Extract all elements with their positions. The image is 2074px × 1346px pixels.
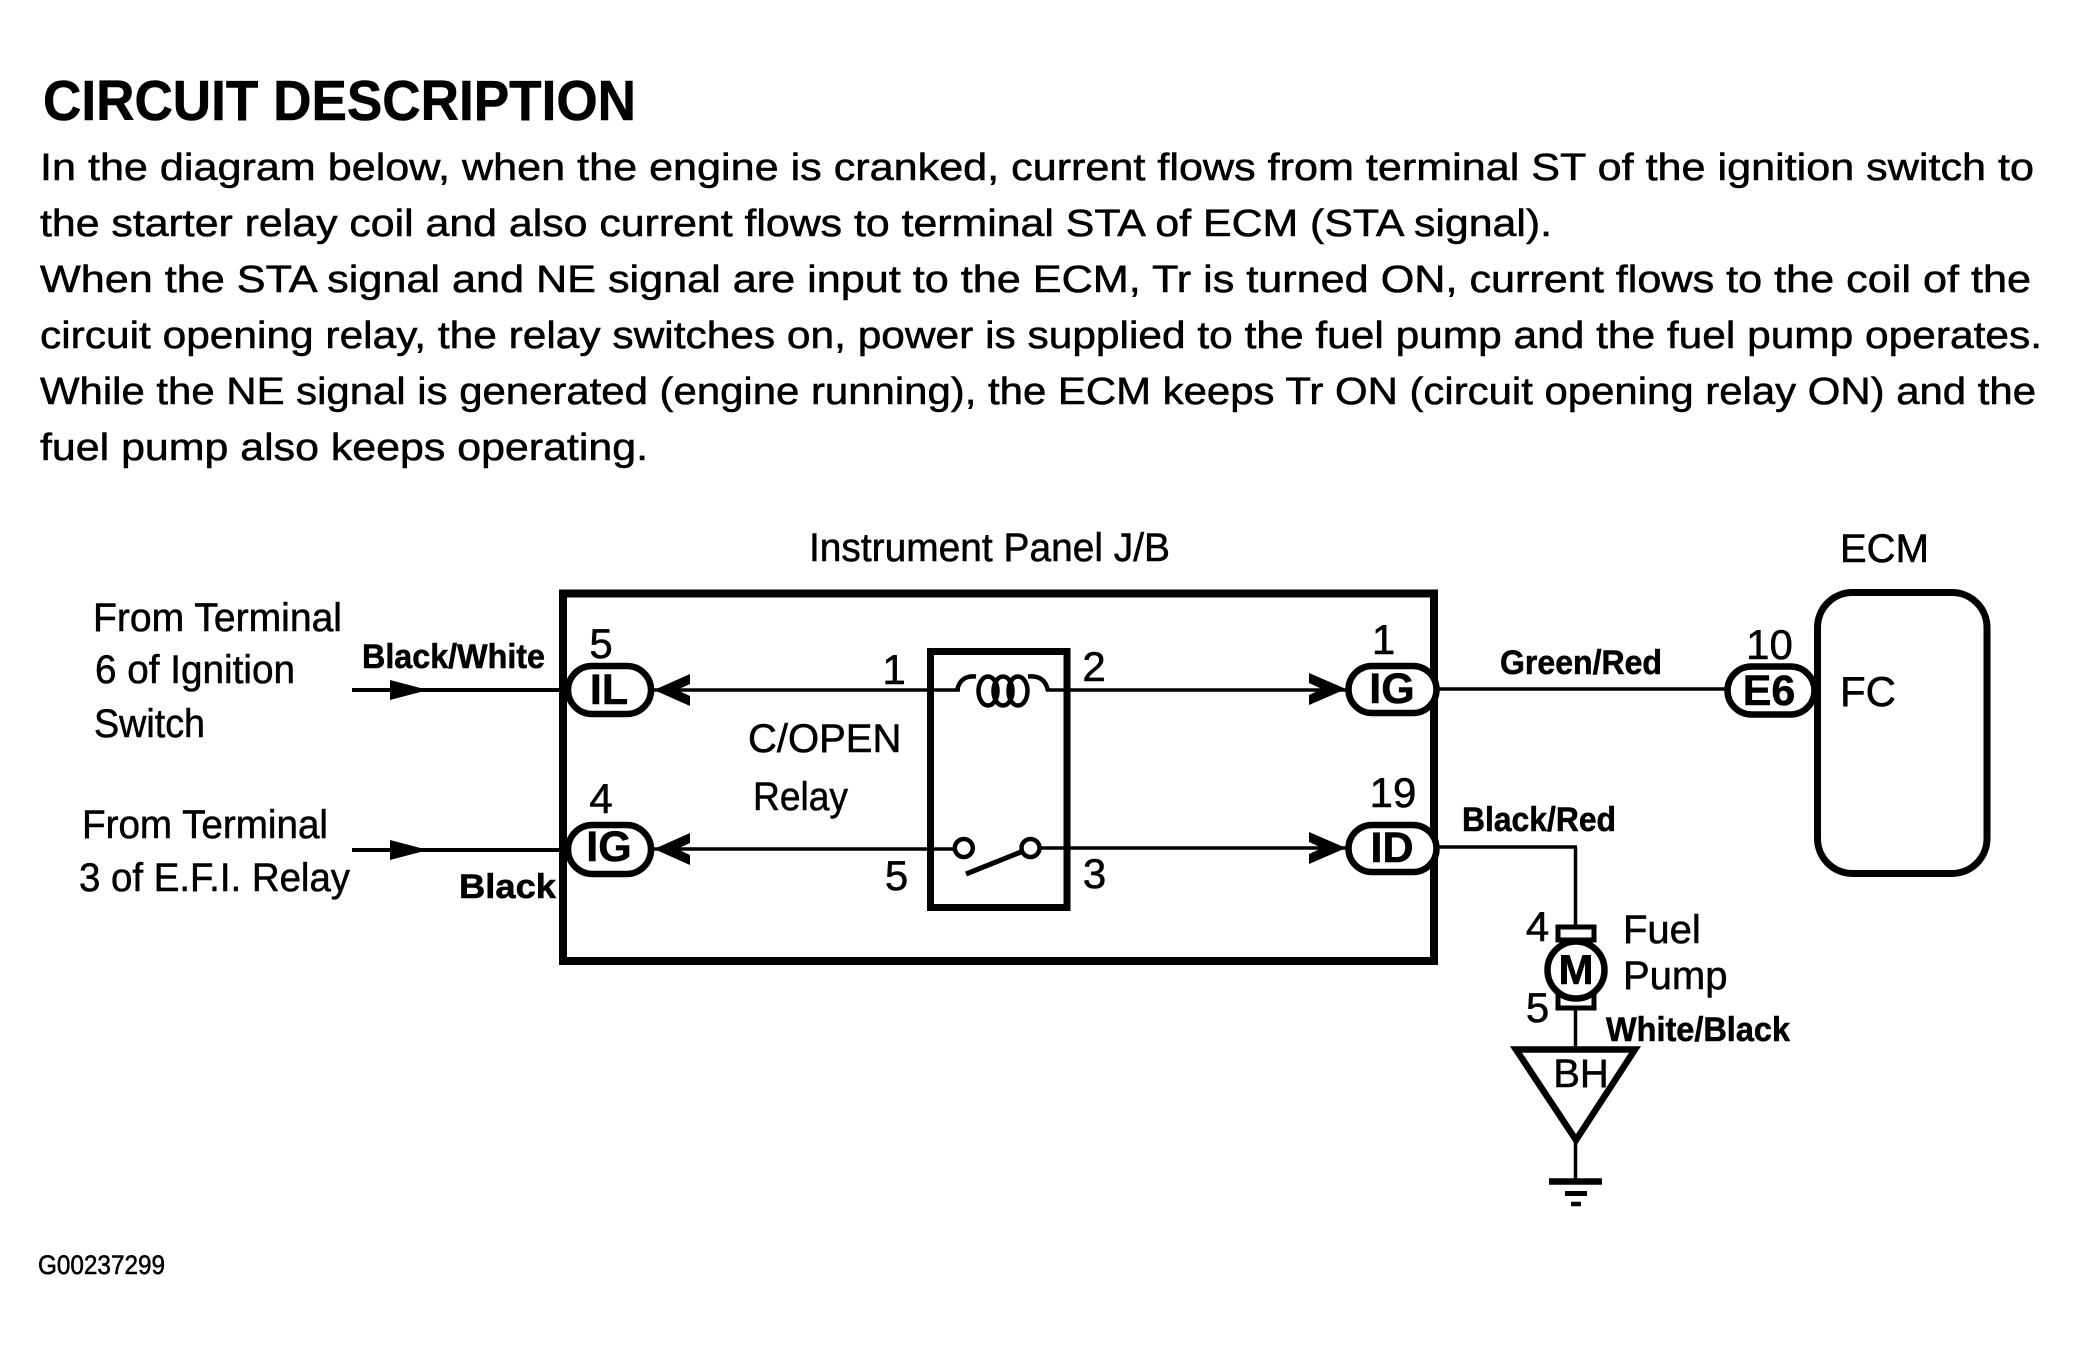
svg-text:When the STA signal and NE sig: When the STA signal and NE signal are in… (40, 259, 2031, 301)
svg-text:E6: E6 (1743, 667, 1796, 715)
svg-text:IG: IG (586, 823, 631, 871)
svg-text:1: 1 (1372, 616, 1395, 663)
svg-text:4: 4 (589, 775, 612, 822)
svg-text:White/Black: White/Black (1606, 1011, 1790, 1049)
svg-text:5: 5 (885, 852, 908, 899)
svg-text:6 of Ignition: 6 of Ignition (95, 648, 295, 692)
svg-text:Switch: Switch (94, 702, 205, 746)
svg-text:fuel pump also keeps operating: fuel pump also keeps operating. (40, 427, 648, 469)
svg-text:FC: FC (1840, 668, 1896, 715)
svg-text:4: 4 (1526, 903, 1549, 950)
svg-text:G00237299: G00237299 (38, 1250, 165, 1280)
svg-text:While the NE signal is generat: While the NE signal is generated (engine… (40, 371, 2036, 413)
svg-text:Relay: Relay (753, 775, 848, 819)
svg-text:IG: IG (1369, 665, 1414, 713)
svg-text:From Terminal: From Terminal (93, 596, 342, 640)
svg-text:M: M (1559, 946, 1594, 993)
svg-text:5: 5 (589, 620, 612, 667)
svg-text:Pump: Pump (1623, 954, 1728, 998)
svg-text:ECM: ECM (1840, 527, 1929, 571)
svg-text:From Terminal: From Terminal (82, 803, 328, 847)
svg-text:CIRCUIT DESCRIPTION: CIRCUIT DESCRIPTION (43, 69, 636, 133)
svg-text:C/OPEN: C/OPEN (748, 717, 901, 761)
svg-text:3: 3 (1083, 850, 1106, 897)
svg-text:10: 10 (1746, 621, 1793, 668)
svg-text:Black/Red: Black/Red (1462, 801, 1616, 839)
svg-text:Green/Red: Green/Red (1500, 644, 1662, 682)
svg-text:Black/White: Black/White (362, 638, 545, 676)
svg-text:Instrument Panel J/B: Instrument Panel J/B (809, 526, 1170, 570)
svg-text:19: 19 (1370, 769, 1417, 816)
svg-text:3 of E.F.I. Relay: 3 of E.F.I. Relay (79, 856, 350, 900)
svg-text:5: 5 (1526, 984, 1549, 1031)
svg-text:BH: BH (1553, 1052, 1609, 1096)
svg-text:circuit opening relay, the rel: circuit opening relay, the relay switche… (40, 315, 2042, 357)
svg-text:Black: Black (459, 868, 556, 906)
svg-text:IL: IL (590, 666, 628, 714)
svg-text:the starter relay coil and als: the starter relay coil and also current … (40, 203, 1552, 245)
svg-text:2: 2 (1082, 643, 1105, 690)
svg-text:1: 1 (882, 646, 905, 693)
svg-text:In the diagram below, when the: In the diagram below, when the engine is… (40, 147, 2034, 189)
svg-text:ID: ID (1371, 824, 1414, 872)
svg-text:Fuel: Fuel (1623, 908, 1701, 952)
